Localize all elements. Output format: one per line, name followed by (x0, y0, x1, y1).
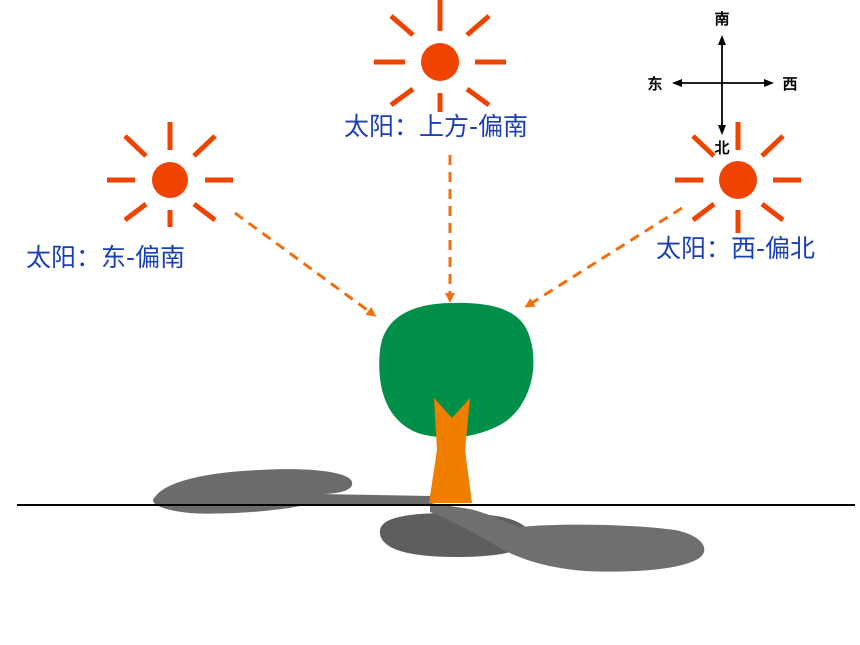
sun-east-rays (107, 122, 233, 227)
compass-left-label: 东 (647, 75, 662, 93)
sun-top-label: 太阳：上方-偏南 (344, 112, 528, 141)
sun-west-disc (719, 161, 757, 199)
compass-top-label: 南 (714, 10, 729, 28)
light-ray-east (234, 211, 377, 317)
light-rays (234, 155, 683, 317)
sun-west-rays (675, 122, 801, 233)
sun-top-rays (374, 0, 506, 112)
sun-west (675, 122, 801, 233)
sun-east-label: 太阳：东-偏南 (26, 243, 185, 272)
sun-top (374, 0, 506, 112)
sun-east (107, 122, 233, 227)
tree (379, 302, 534, 503)
tree-canopy (379, 302, 534, 438)
sun-west-label: 太阳：西-偏北 (656, 234, 815, 263)
shadow-east (430, 503, 705, 572)
shadows (153, 469, 705, 572)
light-ray-west (524, 206, 683, 308)
compass-bottom-label: 北 (714, 139, 729, 157)
shadow-west (153, 469, 432, 514)
compass-right-label: 西 (782, 75, 797, 93)
sun-top-disc (421, 43, 459, 81)
compass: 南 北 东 西 (647, 10, 797, 157)
tree-trunk (429, 398, 472, 503)
sun-east-disc (152, 162, 188, 198)
